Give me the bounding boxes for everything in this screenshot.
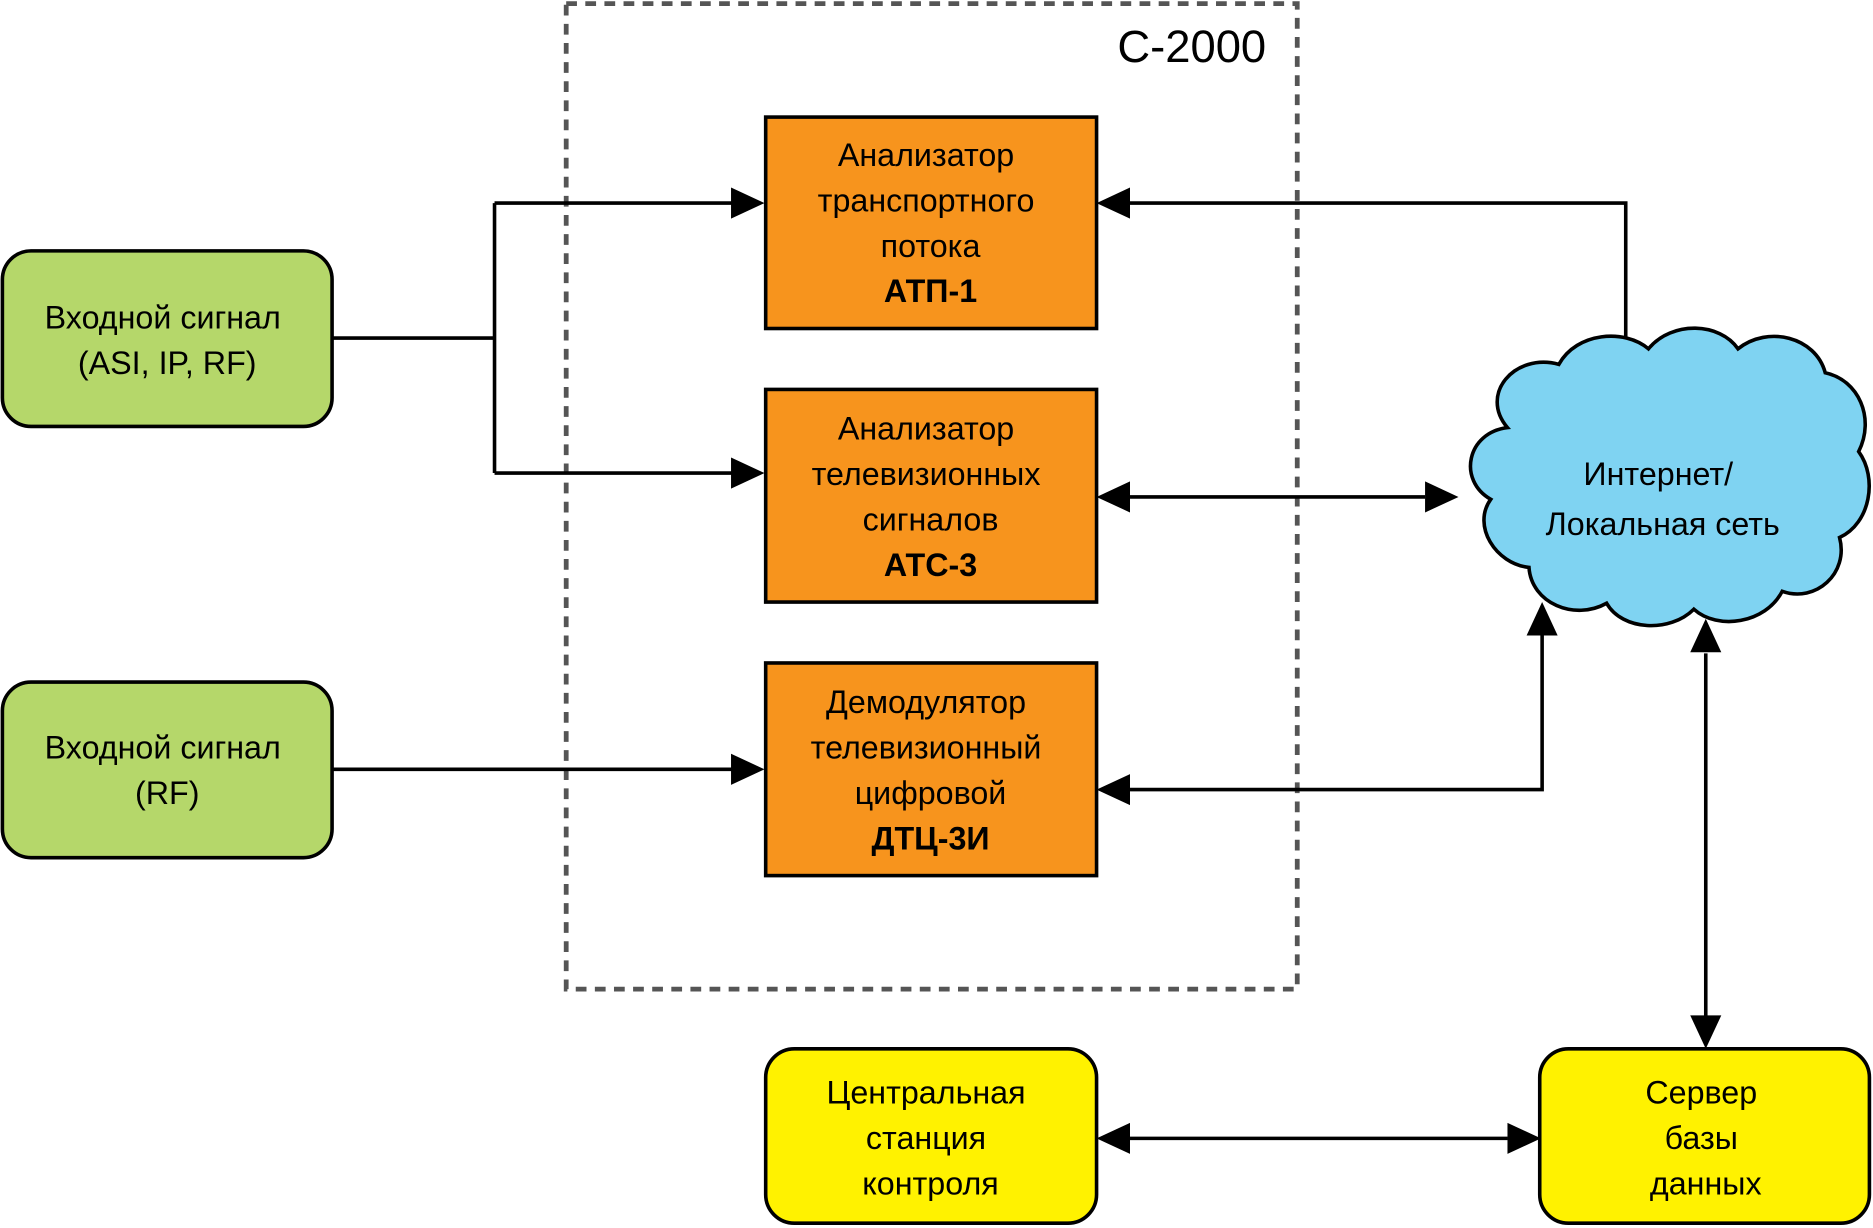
arrowhead-right-icon xyxy=(731,753,765,785)
c2000-group-label: С-2000 xyxy=(1117,21,1266,72)
cloud-icon xyxy=(1468,326,1871,628)
connector-input1-split xyxy=(332,201,734,475)
input-signal-1-label: Входной сигнал (ASI, IP, RF) xyxy=(45,300,290,381)
device-ats3: Анализатор телевизионных сигналов АТС-3 xyxy=(763,387,1099,604)
input-signal-2-box xyxy=(0,680,334,860)
device-dtc: Демодулятор телевизионный цифровой ДТЦ-3… xyxy=(763,661,1099,878)
device-ats3-label: Анализатор телевизионных сигналов xyxy=(812,411,1050,538)
input-signal-2: Входной сигнал (RF) xyxy=(0,680,334,860)
device-atp1: Анализатор транспортного потока АТП-1 xyxy=(763,115,1099,331)
input-signal-1: Входной сигнал (ASI, IP, RF) xyxy=(0,249,334,429)
arrowhead-right-icon xyxy=(731,457,765,489)
device-atp1-label: Анализатор транспортного потока xyxy=(818,137,1044,264)
input-signal-2-label: Входной сигнал (RF) xyxy=(45,730,290,811)
network-cloud-label: Интернет/ Локальная сеть xyxy=(1546,456,1780,542)
arrowhead-left-icon xyxy=(1096,1122,1131,1154)
device-dtc-label: Демодулятор телевизионный цифровой xyxy=(811,684,1051,811)
arrowhead-left-icon xyxy=(1096,481,1131,513)
arrowhead-right-icon xyxy=(1425,481,1459,513)
device-dtc-code: ДТЦ-3И xyxy=(871,820,989,856)
device-dtc-box xyxy=(763,661,1099,878)
device-ats3-box xyxy=(763,387,1099,604)
database-server-label: Сервер базы данных xyxy=(1645,1075,1766,1202)
arrowhead-left-icon xyxy=(1096,187,1131,219)
database-server-box xyxy=(1537,1047,1872,1225)
network-cloud: Интернет/ Локальная сеть xyxy=(1468,326,1871,628)
central-station-label: Центральная станция контроля xyxy=(827,1075,1035,1202)
arrowhead-right-icon xyxy=(1507,1122,1541,1154)
arrowhead-left-icon xyxy=(1096,774,1131,806)
arrowhead-up-icon xyxy=(1526,602,1558,636)
connectors xyxy=(332,201,1708,1141)
database-server: Сервер базы данных xyxy=(1537,1047,1872,1225)
connector-atp-network xyxy=(1130,201,1628,347)
central-station: Центральная станция контроля xyxy=(763,1047,1099,1225)
device-atp1-box xyxy=(763,115,1099,331)
arrowhead-right-icon xyxy=(731,187,765,219)
arrowhead-down-icon xyxy=(1690,1015,1722,1049)
device-atp1-code: АТП-1 xyxy=(884,273,977,309)
central-station-box xyxy=(763,1047,1099,1225)
connector-dtc-network xyxy=(1130,635,1544,792)
arrowhead-up-icon xyxy=(1690,618,1722,653)
input-signal-1-box xyxy=(0,249,334,429)
device-ats3-code: АТС-3 xyxy=(884,547,977,583)
